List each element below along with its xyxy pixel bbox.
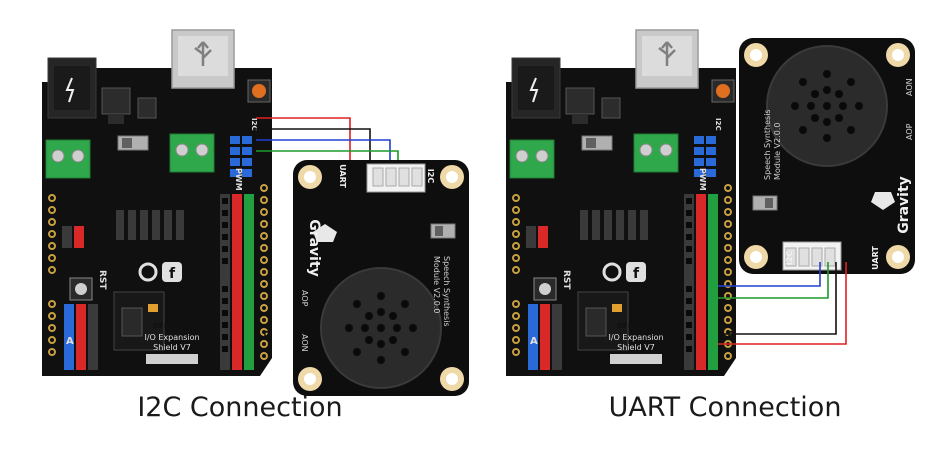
shield-brand-right: DFROBOT <box>617 322 655 330</box>
wire-black-right <box>718 262 837 335</box>
shield-model-line2-right: Shield V7 <box>617 343 655 352</box>
shield-i2c-label-right: I2C <box>714 118 722 131</box>
module-title2-right: Module V2.0.0 <box>773 123 782 180</box>
shield-model-line1-right: I/O Expansion <box>608 333 663 342</box>
module-aop-label-left: AOP <box>300 290 309 307</box>
wire-blue-right <box>718 262 821 287</box>
speech-synthesis-module-left: Gravity UART I2C Speech Synthesis Module… <box>292 159 470 397</box>
module-uart-label-left: UART <box>338 164 347 188</box>
module-i2c-label-left: I2C <box>426 169 435 184</box>
module-uart-label-right: UART <box>871 246 880 270</box>
shield-label-d-left: D <box>261 330 272 338</box>
module-aon-label-left: AON <box>300 334 309 352</box>
shield-label-a-right: A <box>530 336 538 347</box>
shield-label-pwm-right: PWM <box>698 168 707 191</box>
wire-red-right <box>718 262 847 345</box>
arduino-expansion-shield-left: DFROBOT I/O Expansion Shield V7 RST D A … <box>40 28 274 378</box>
module-title1-right: Speech Synthesis <box>763 109 772 180</box>
module-aop-label-right: AOP <box>905 123 914 140</box>
shield-label-pwm-left: PWM <box>234 168 243 191</box>
shield-brand-left: DFROBOT <box>153 322 191 330</box>
caption-i2c-connection: I2C Connection <box>137 392 343 423</box>
shield-i2c-label-left: I2C <box>250 118 258 131</box>
module-brand-right: Gravity <box>896 176 912 234</box>
speech-synthesis-module-right: Gravity UART I2C Speech Synthesis Module… <box>738 37 916 275</box>
shield-model-line2-left: Shield V7 <box>153 343 191 352</box>
shield-label-rst-right: RST <box>561 270 571 290</box>
shield-model-line1-left: I/O Expansion <box>144 333 199 342</box>
module-aon-label-right: AON <box>905 78 914 96</box>
module-brand-left: Gravity <box>306 219 322 277</box>
module-title1-left: Speech Synthesis <box>442 256 451 327</box>
wire-green-right <box>718 262 829 299</box>
module-title2-left: Module V2.0.0 <box>432 256 441 313</box>
arduino-expansion-shield-right: DFROBOT I/O Expansion Shield V7 RST D A … <box>504 28 738 378</box>
shield-label-a-left: A <box>66 336 74 347</box>
uart-wires <box>718 262 847 345</box>
module-i2c-label-right: I2C <box>785 251 794 266</box>
caption-uart-connection: UART Connection <box>608 392 842 423</box>
shield-label-rst-left: RST <box>97 270 107 290</box>
